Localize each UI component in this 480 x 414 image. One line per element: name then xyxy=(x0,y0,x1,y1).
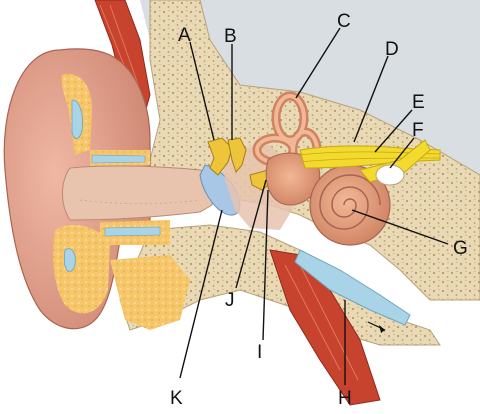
leader-E xyxy=(374,109,413,153)
leader-A xyxy=(189,41,215,141)
leader-G xyxy=(351,209,449,245)
internal-auditory-canal xyxy=(375,164,405,186)
label-A: A xyxy=(178,25,191,46)
label-F: F xyxy=(412,120,424,141)
canal-cartilage-upper xyxy=(91,154,146,164)
leader-F xyxy=(389,137,415,169)
eustachian-tube xyxy=(294,249,411,326)
skull-background xyxy=(140,0,480,180)
label-J: J xyxy=(225,290,235,311)
label-G: G xyxy=(453,238,468,259)
leader-C xyxy=(295,27,341,99)
neck-fat xyxy=(110,255,190,330)
malleus xyxy=(207,137,233,176)
leader-I xyxy=(262,189,269,341)
incus xyxy=(227,137,247,173)
label-K: K xyxy=(170,388,183,409)
label-B: B xyxy=(224,26,237,47)
canal-cartilage-lower xyxy=(104,226,161,237)
leader-J xyxy=(235,179,267,289)
label-C: C xyxy=(337,11,351,32)
label-E: E xyxy=(412,92,425,113)
ear-canal xyxy=(62,165,216,221)
label-D: D xyxy=(385,39,399,60)
auricle-cartilage-upper xyxy=(71,99,83,139)
label-I: I xyxy=(257,342,262,363)
cochlea xyxy=(309,164,391,246)
leader-D xyxy=(353,55,389,143)
auricle-cartilage-lower xyxy=(63,248,76,272)
leader-K xyxy=(179,209,223,379)
auricle-fat-lower xyxy=(53,225,110,314)
label-H: H xyxy=(338,388,352,409)
